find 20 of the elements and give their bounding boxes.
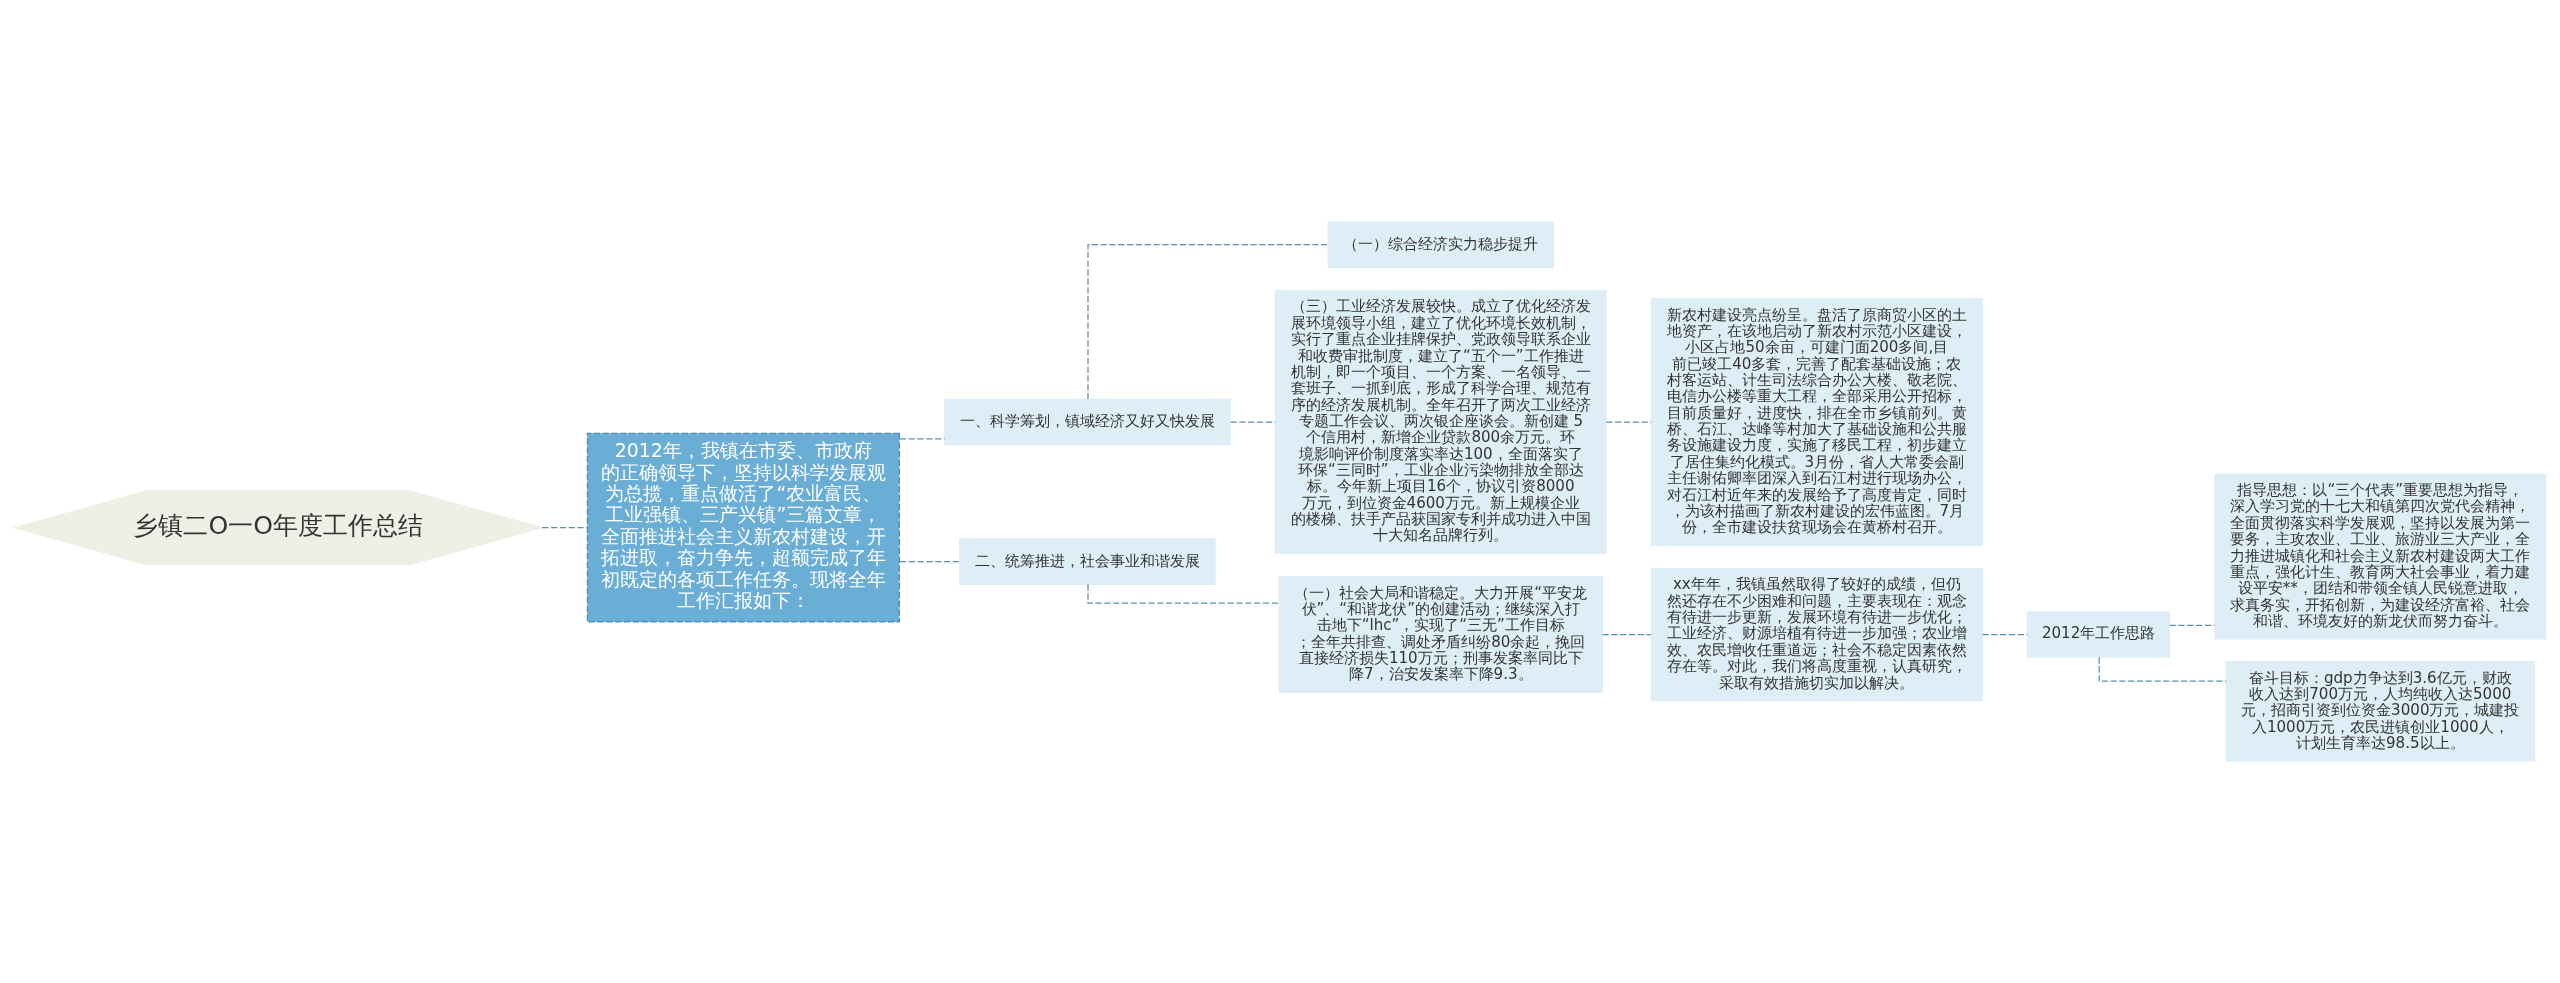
connector bbox=[2169, 624, 2216, 627]
node-box: 2012年，我镇在市委、市政府的正确领导下，坚持以科学发展观为总揽，重点做活了“农业富民、工业强镇、三产兴镇”三篇文章，全面推进社会主义新农村建设，开拓进取，奋力争先，超额完成了年初既定的各项工作任务。现将全年工作汇报如下： bbox=[586, 432, 900, 623]
node-box: xx年年，我镇虽然取得了较好的成绩，但仍然还存在不少困难和问题，主要表现在：观念有待进一步更新，发展环境有待进一步优化；工业经济、财源培植有待进一步加强；农业增效、农民增收任重道远；社会不稳定因素依然存在等。对此，我们将高度重视，认真研究，采取有效措施切实加以解决。 bbox=[1650, 567, 1983, 702]
node-box: 二、统筹推进，社会事业和谐发展 bbox=[959, 538, 1216, 585]
node-box: （一）社会大局和谐稳定。大力开展“平安龙伏”、“和谐龙伏”的创建活动；继续深入打击地下“lhc”，实现了“三无”工作目标；全年共排查、调处矛盾纠纷80余起，挽回直接经济损失110万元；刑事发案率同比下降7，治安发案率下降9.3。 bbox=[1278, 576, 1604, 694]
connector bbox=[1605, 421, 1653, 423]
connector bbox=[1981, 633, 2028, 636]
connector bbox=[1601, 633, 1652, 636]
connector bbox=[541, 527, 588, 529]
node-box: 指导思想：以“三个代表”重要思想为指导，深入学习党的十七大和镇第四次党代会精神，全面贯彻落实科学发展观，坚持以发展为第一要务，主攻农业、工业、旅游业三大产业，全力推进城镇化和社会主义新农村建设两大工作重点，强化计生、教育两大社会事业，着力建设平安**，团结和带领全镇人民锐意进取，求真务实，开拓创新，为建设经济富裕、社会和谐、环境友好的新龙伏而努力奋斗。 bbox=[2214, 473, 2547, 640]
connector bbox=[899, 561, 961, 563]
connector bbox=[1087, 244, 1329, 400]
node-box: 新农村建设亮点纷呈。盘活了原商贸小区的土地资产，在该地启动了新农村示范小区建设，小区占地50余亩，可建门面200多间,目前已竣工40多套，完善了配套基础设施；农村客运站、计生司法综合办公大楼、敬老院、电信办公楼等重大工程，全部采用公开招标，目前质量好，进度快，排在全市乡镇前列。黄桥、石江、达峰等村加大了基础设施和公共服务设施建设力度，实施了移民工程，初步建立了居住集约化模式。3月份，省人大常委会副主任谢佑卿率团深入到石江村进行现场办公，对石江村近年来的发展给予了高度肯定，同时，为该村描画了新农村建设的宏伟蓝图。7月份，全市建设扶贫现场会在黄桥村召开。 bbox=[1650, 298, 1983, 546]
node-box: 一、科学筹划，镇域经济又好又快发展 bbox=[944, 398, 1231, 446]
connector bbox=[1229, 421, 1276, 423]
node-box: 2012年工作思路 bbox=[2026, 611, 2171, 658]
connector bbox=[899, 438, 946, 440]
node-box: （一）综合经济实力稳步提升 bbox=[1327, 221, 1554, 268]
node-box: 奋斗目标：gdp力争达到3.6亿元，财政收入达到700万元，人均纯收入达5000元，招商引资到位资金3000万元，城建投入1000万元，农民进镇创业1000人，计划生育率达98.5以上。 bbox=[2225, 661, 2535, 762]
node-box: （三）工业经济发展较快。成立了优化经济发展环境领导小组，建立了优化环境长效机制，实行了重点企业挂牌保护、党政领导联系企业和收费审批制度，建立了“五个一”工作推进机制，即一个项目、一个方案、一名领导、一套班子、一抓到底，形成了科学合理、规范有序的经济发展机制。全年召开了两次工业经济专题工作会议、两次银企座谈会。新创建 5 个信用村，新增企业贷款800余万元。环境影响评价制度落实率达100，全面落实了环保“三同时”，工业企业污染物排放全部达标。今年新上项目16个，协议引资8000万元，到位资金4600万元。新上规模企业的楼梯、扶手产品获国家专利并成功进入中国十大知名品牌行列。 bbox=[1274, 289, 1607, 555]
